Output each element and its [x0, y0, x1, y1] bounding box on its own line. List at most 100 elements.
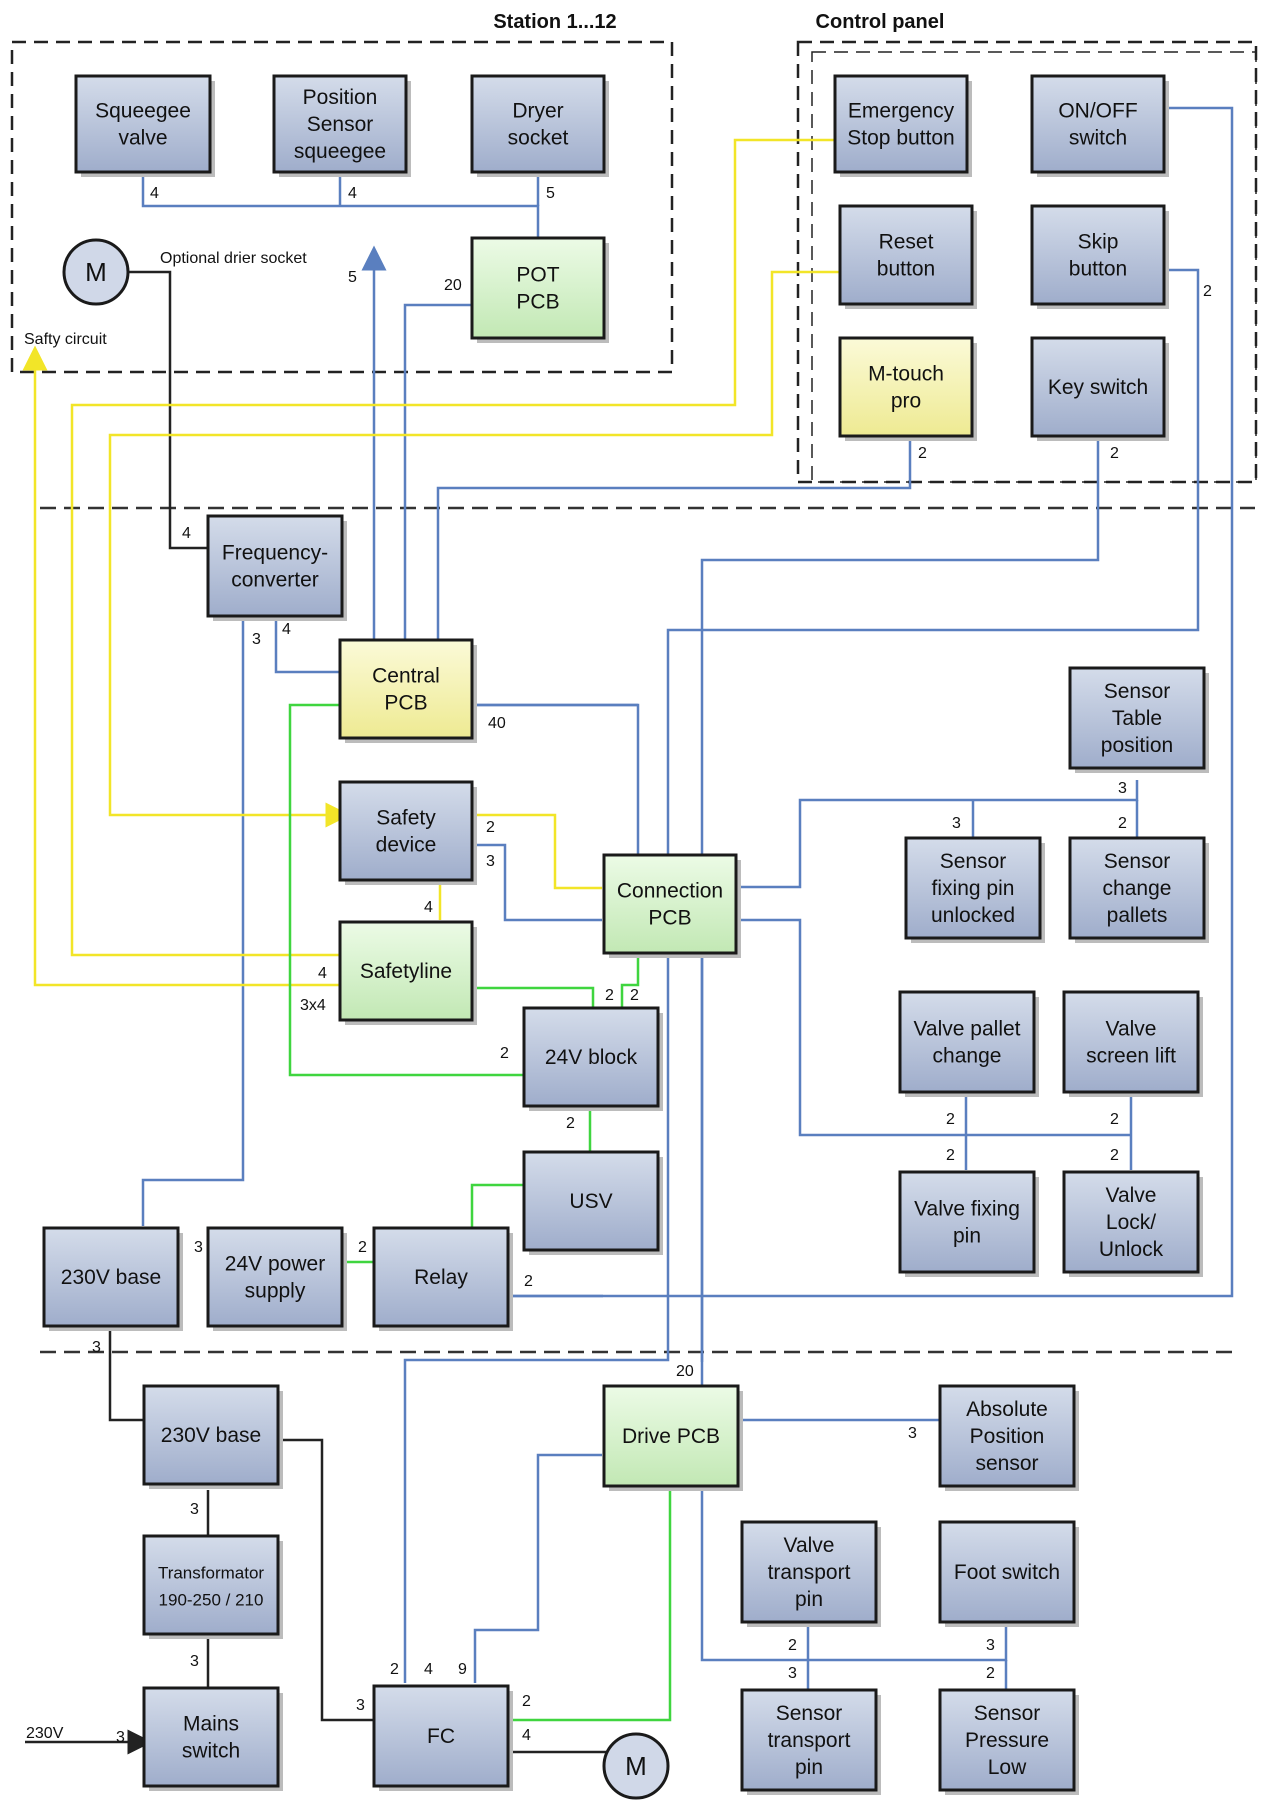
wire-label-n3-abs: 3	[908, 1425, 917, 1442]
squeegee-valve-label: Squeegee	[95, 100, 191, 123]
valve-lock-label: Unlock	[1099, 1238, 1164, 1261]
wire-label-n4a: 4	[150, 185, 159, 202]
valve-pallet-change-label: Valve pallet	[913, 1018, 1020, 1041]
mtouch-label: pro	[891, 390, 921, 413]
transformator-label: 190-250 / 210	[159, 1591, 264, 1610]
abs-position-label: Position	[970, 1425, 1045, 1448]
sensor-fixing-pin-label: unlocked	[931, 904, 1015, 927]
onoff-switch-label: ON/OFF	[1058, 100, 1137, 123]
pot-pcb-label: POT	[516, 264, 559, 287]
pot-pcb-box: POT PCB	[470, 236, 609, 343]
sensor-change-pallets-label: Sensor	[1104, 850, 1171, 873]
pot-pcb-label: PCB	[516, 291, 559, 314]
wire-label-n3-tr2: 3	[190, 1653, 199, 1670]
frequency-converter-label: converter	[231, 569, 319, 592]
wire-label-n20a: 20	[444, 277, 462, 294]
safety-device-label: device	[376, 834, 437, 857]
wires	[22, 106, 1234, 1755]
base230-top-label: 230V base	[61, 1266, 161, 1289]
base230-bottom-label: 230V base	[161, 1424, 261, 1447]
valve-fixing-pin-label: pin	[953, 1225, 981, 1248]
emergency-stop-label: Stop button	[847, 127, 954, 150]
foot-switch-box: Foot switch	[938, 1520, 1079, 1627]
transformator-box: Transformator 190-250 / 210	[142, 1534, 283, 1639]
wire-label-n9-fca: 9	[458, 1661, 467, 1678]
onoff-switch-box: ON/OFF switch	[1030, 74, 1169, 177]
control-panel-region: Control panel	[796, 11, 1258, 484]
key-switch-label: Key switch	[1048, 376, 1148, 399]
wire-label-n4-fc: 4	[182, 525, 191, 542]
wire-label-n2-mtouch: 2	[918, 445, 927, 462]
frequency-converter-box: Frequency-converter	[206, 514, 347, 621]
valve-lock-label: Lock/	[1106, 1211, 1156, 1234]
base230-bottom-box: 230V base	[142, 1384, 283, 1489]
safetyline-label: Safetyline	[360, 960, 452, 983]
fc-label: FC	[427, 1725, 455, 1748]
wire-label-n3-sd: 3	[486, 853, 495, 870]
wire-label-n2-cp2: 2	[630, 987, 639, 1004]
wire-label-n3-tr1: 3	[190, 1501, 199, 1518]
wire-label-n3-fc: 3	[252, 631, 261, 648]
valve-fixing-pin-box: Valve fixing pin	[898, 1170, 1039, 1277]
sensor-table-label: Table	[1112, 707, 1162, 730]
wire-label-n2-usv: 2	[566, 1115, 575, 1132]
key-switch-box: Key switch	[1030, 336, 1169, 441]
wire-label-n3-fs: 3	[986, 1637, 995, 1654]
fc-motor: M	[602, 1732, 670, 1800]
usv-label: USV	[569, 1190, 612, 1213]
block24-label: 24V block	[545, 1046, 638, 1069]
wire-label-n2-skip: 2	[1203, 283, 1212, 300]
sensor-fixing-pin-label: fixing pin	[932, 877, 1015, 900]
safetyline-box: Safetyline	[338, 920, 477, 1025]
foot-switch-label: Foot switch	[954, 1561, 1060, 1584]
transformator-label: Transformator	[158, 1564, 264, 1583]
dryer-socket-label: socket	[508, 127, 569, 150]
relay-label: Relay	[414, 1266, 468, 1289]
wire-label-n2-relay2: 2	[524, 1273, 533, 1290]
drive-pcb-label: Drive PCB	[622, 1425, 720, 1448]
sensor-transport-label: pin	[795, 1756, 823, 1779]
mains-switch-label: Mains	[183, 1713, 239, 1736]
wire-label-n3-sf: 3	[952, 815, 961, 832]
station-title: Station 1...12	[493, 11, 616, 33]
wire-label-n2-24b: 2	[500, 1045, 509, 1062]
central-pcb-label: Central	[372, 665, 440, 688]
abs-position-label: Absolute	[966, 1398, 1048, 1421]
valve-transport-label: transport	[768, 1561, 851, 1584]
fc-box: FC	[372, 1684, 513, 1791]
connection-pcb-label: PCB	[648, 907, 691, 930]
wire-label-n3-st: 3	[1118, 780, 1127, 797]
valve-screen-lift-label: screen lift	[1086, 1045, 1176, 1068]
abs-position-label: sensor	[975, 1452, 1038, 1475]
skip-button-label: Skip	[1078, 231, 1119, 254]
sensor-table-label: position	[1101, 734, 1173, 757]
sensor-transport-label: Sensor	[776, 1702, 843, 1725]
sensor-fixing-pin-label: Sensor	[940, 850, 1007, 873]
components: SqueegeevalvePositionSensorsqueegeeDryer…	[42, 74, 1209, 1795]
valve-fixing-pin-label: Valve fixing	[914, 1198, 1020, 1221]
sensor-pressure-label: Sensor	[974, 1702, 1041, 1725]
wire-label-n4-fcb: 4	[522, 1727, 531, 1744]
wire-label-n4-sl: 4	[318, 965, 327, 982]
wire-label-n5a: 5	[546, 185, 555, 202]
wire-label-n3-b1: 3	[194, 1239, 203, 1256]
wire-label-n2-vfp: 2	[946, 1147, 955, 1164]
relay-box: Relay	[372, 1226, 513, 1331]
base230-top-box: 230V base	[42, 1226, 183, 1331]
onoff-switch-label: switch	[1069, 127, 1127, 150]
control-panel-title: Control panel	[816, 11, 945, 33]
wire-label-n3-fcin: 3	[356, 1697, 365, 1714]
emergency-stop-label: Emergency	[848, 100, 955, 123]
